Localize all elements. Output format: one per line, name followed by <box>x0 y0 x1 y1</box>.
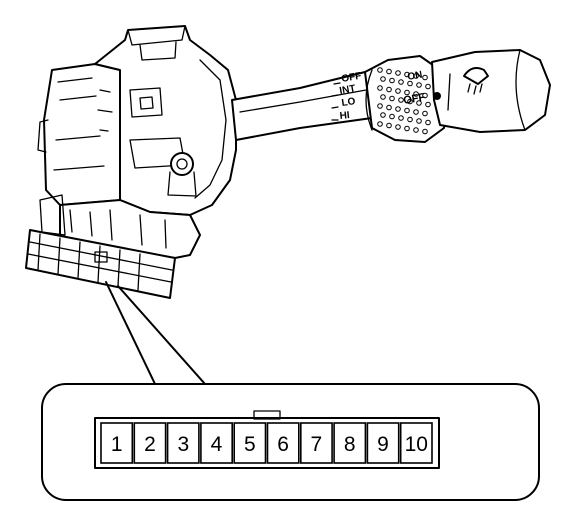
knurl-dot <box>398 97 404 103</box>
knurl-dot <box>425 119 431 126</box>
knurl-dot <box>380 112 386 118</box>
knurl-dot <box>413 91 419 97</box>
connector-pin-label: 9 <box>377 433 389 456</box>
washer-knob[interactable] <box>431 49 551 133</box>
knurl-dot <box>398 115 404 121</box>
knurl-dot <box>386 86 392 93</box>
connector-pin-cell <box>200 422 233 464</box>
connector-pin-label: 10 <box>405 433 428 456</box>
knurl-dot <box>422 92 428 99</box>
switch-housing <box>37 25 237 259</box>
connector-pin-cell <box>233 422 267 464</box>
knurl-dot <box>380 76 386 82</box>
knurl-dot <box>389 113 395 120</box>
knurl-dot <box>398 79 404 85</box>
connector-pin-cell <box>166 422 200 464</box>
connector-pin-cell <box>333 422 367 464</box>
knurl-dot <box>389 95 395 102</box>
knurl-dot <box>404 125 410 132</box>
knurl-dot <box>413 127 419 133</box>
knurl-dot <box>422 74 428 81</box>
knurl-dot <box>386 122 392 129</box>
knurl-dot <box>389 77 395 84</box>
wiper-pos-hi: HI <box>339 110 350 122</box>
washer-icon <box>463 67 489 95</box>
knurl-dot <box>404 89 410 96</box>
switch-connector <box>25 229 176 299</box>
connector-pin-cell <box>133 422 167 464</box>
knurl-dot <box>422 110 428 117</box>
connector-pin-label: 2 <box>144 433 156 456</box>
connector-pin-label: 4 <box>211 433 223 456</box>
knurl-dot <box>377 121 383 127</box>
washer-position-labels: ON OFF <box>402 70 441 107</box>
connector-latch <box>253 410 281 420</box>
knurl-dot <box>395 70 401 76</box>
knurl-dot <box>386 68 392 75</box>
wiper-pos-lo: LO <box>341 96 357 109</box>
knurl-dot <box>416 118 422 124</box>
wiper-position-labels: OFF INT LO HI <box>331 71 363 122</box>
knurl-dot <box>425 83 431 90</box>
knurl-dot <box>422 128 428 135</box>
connector-pin-label: 1 <box>111 433 123 456</box>
connector-pin-label: 6 <box>277 433 289 456</box>
knurl-dot <box>380 94 386 100</box>
knurl-dot <box>416 82 422 88</box>
knurl-dot <box>377 85 383 91</box>
connector-pin-cell <box>366 422 400 464</box>
position-indicator-dot <box>433 92 441 100</box>
connector-pin-cell <box>266 422 300 464</box>
connector-pin-label: 7 <box>311 433 323 456</box>
knurl-dot <box>425 101 431 108</box>
knurl-dot <box>395 124 401 130</box>
connector-pin-cell <box>299 422 333 464</box>
connector-pin-cell <box>100 422 134 464</box>
washer-pos-on: ON <box>407 70 424 83</box>
knurl-dot <box>416 100 422 106</box>
knurl-dot <box>407 116 413 123</box>
connector-pin-label: 3 <box>177 433 189 456</box>
connector-pin-cell <box>399 422 433 464</box>
wiper-pos-int: INT <box>339 83 357 97</box>
knurl-dot <box>407 80 413 87</box>
knurl-dot <box>404 107 410 114</box>
knurl-dot <box>386 104 392 111</box>
knurl-dot <box>377 67 383 73</box>
wiper-pos-off: OFF <box>341 71 363 85</box>
knurl-dot <box>413 73 419 79</box>
knurl-dot <box>413 109 419 115</box>
knurl-dot <box>407 98 413 105</box>
knurl-dot <box>377 103 383 109</box>
washer-pos-off: OFF <box>402 91 426 107</box>
knurl-dot <box>395 106 401 112</box>
connector-pin-label: 8 <box>344 433 356 456</box>
connector-pin-label: 5 <box>244 433 256 456</box>
knurl-dot <box>404 71 410 78</box>
callout-leader <box>105 281 206 385</box>
knurl-dot <box>395 88 401 94</box>
